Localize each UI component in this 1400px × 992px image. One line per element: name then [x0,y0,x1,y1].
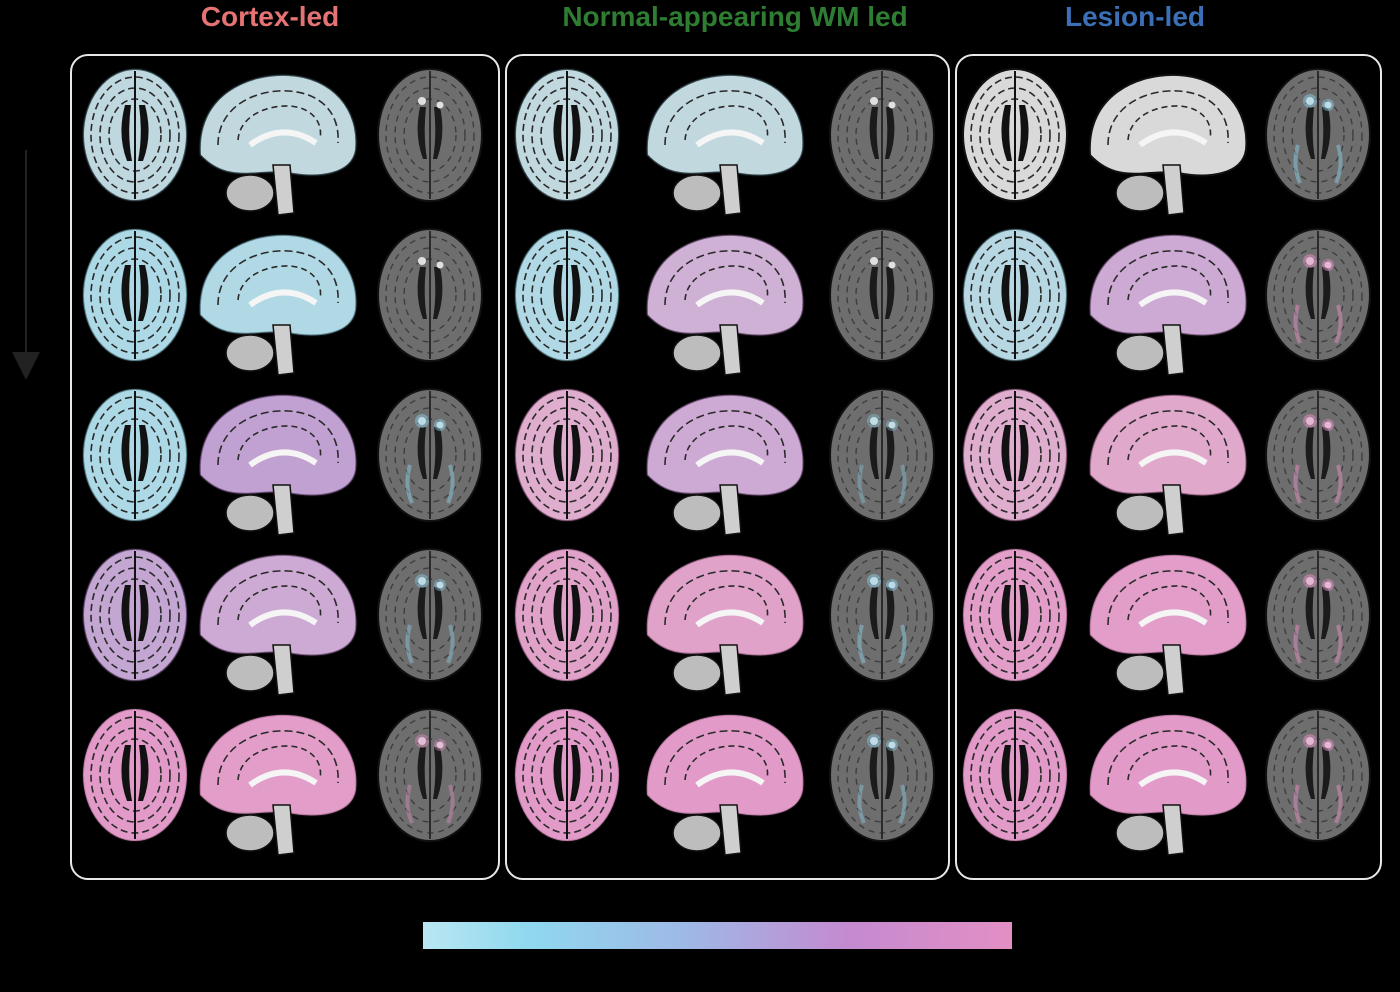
flair-brain-image [377,708,483,842]
panel-cortex-led [70,54,500,880]
sagittal-brain-image [645,713,805,856]
flair-brain-image [1265,68,1371,202]
axial-brain-image [514,228,620,362]
group-title-nawm-led: Normal-appearing WM led [562,1,908,32]
flair-brain-image [829,228,935,362]
axial-brain-image [962,708,1068,842]
sagittal-brain-image [1088,713,1248,856]
image-group-0 [82,68,483,856]
sagittal-brain-image [1088,393,1248,536]
flair-brain-image [377,68,483,202]
flair-brain-image [377,228,483,362]
sagittal-brain-image [645,73,805,216]
sagittal-brain-image [645,233,805,376]
stage-colorbar [423,922,1012,949]
panel-lesion-led [955,54,1382,880]
axial-brain-image [962,548,1068,682]
sagittal-brain-image [198,73,358,216]
sagittal-brain-image [645,393,805,536]
image-group-1 [514,68,935,856]
axial-brain-image [514,548,620,682]
flair-brain-image [1265,228,1371,362]
panel-nawm-led [505,54,950,880]
group-title-lesion-led: Lesion-led [1064,1,1205,32]
axial-brain-image [514,708,620,842]
arrow-shaft [25,150,27,358]
sagittal-brain-image [198,713,358,856]
flair-brain-image [377,548,483,682]
axial-brain-image [82,708,188,842]
sagittal-brain-image [198,553,358,696]
axial-brain-image [514,68,620,202]
image-group-2 [962,68,1371,856]
axial-brain-image [962,228,1068,362]
flair-brain-image [377,388,483,522]
flair-brain-image [829,708,935,842]
axial-brain-image [962,388,1068,522]
flair-brain-image [1265,548,1371,682]
group-title-cortex-led: Cortex-led [200,1,340,32]
sagittal-brain-image [1088,233,1248,376]
flair-brain-image [829,68,935,202]
axial-brain-image [82,388,188,522]
axial-brain-image [82,548,188,682]
flair-brain-image [1265,708,1371,842]
sagittal-brain-image [198,233,358,376]
axial-brain-image [82,68,188,202]
axial-brain-image [82,228,188,362]
flair-brain-image [829,548,935,682]
axial-brain-image [962,68,1068,202]
flair-brain-image [829,388,935,522]
flair-brain-image [1265,388,1371,522]
sagittal-brain-image [1088,73,1248,216]
sagittal-brain-image [645,553,805,696]
axial-brain-image [514,388,620,522]
sagittal-brain-image [198,393,358,536]
sagittal-brain-image [1088,553,1248,696]
arrow-head-icon [12,352,40,380]
